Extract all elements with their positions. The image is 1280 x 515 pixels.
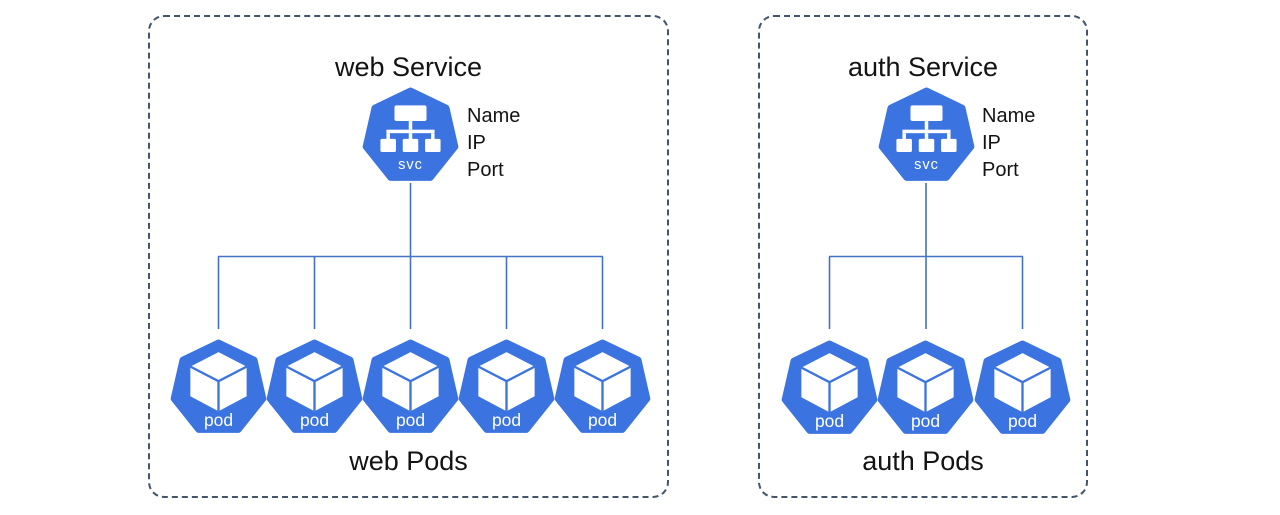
- service-attribute-name: Name: [982, 105, 1036, 127]
- web-service-title: web Service: [334, 52, 483, 82]
- auth-connector-lines: [828, 183, 1024, 329]
- kubernetes-service-icon: svc: [362, 87, 459, 181]
- pod-icon: pod: [781, 340, 878, 434]
- pod-icon-label: pod: [204, 410, 233, 430]
- service-tree-glyph: [380, 105, 441, 152]
- service-attribute-name: Name: [467, 105, 521, 127]
- service-attribute-list: Name IP Port: [467, 103, 520, 184]
- pod-icon-label: pod: [1008, 411, 1037, 431]
- pod-icon: pod: [877, 340, 974, 434]
- service-attribute-port: Port: [467, 159, 504, 181]
- pod-icon-label: pod: [815, 411, 844, 431]
- service-tree-glyph: [896, 105, 957, 152]
- pod-icon: pod: [554, 339, 651, 433]
- service-attribute-list: Name IP Port: [982, 103, 1035, 184]
- pod-icon: pod: [974, 340, 1071, 434]
- pod-icon-label: pod: [396, 410, 425, 430]
- auth-pods-caption: auth Pods: [862, 446, 984, 476]
- kubernetes-service-icon: svc: [878, 87, 975, 181]
- web-connector-lines: [217, 183, 604, 329]
- auth-service-title: auth Service: [847, 52, 999, 82]
- pod-icon-label: pod: [492, 410, 521, 430]
- pod-icon-label: pod: [911, 411, 940, 431]
- pod-icon-label: pod: [588, 410, 617, 430]
- pod-icon: pod: [362, 339, 459, 433]
- pod-icon: pod: [170, 339, 267, 433]
- pod-icon-label: pod: [300, 410, 329, 430]
- web-service-panel: web Service svc: [148, 15, 669, 498]
- pod-icon: pod: [458, 339, 555, 433]
- service-attribute-ip: IP: [467, 132, 486, 154]
- web-pods-caption: web Pods: [349, 446, 468, 476]
- pod-icon: pod: [266, 339, 363, 433]
- service-attribute-ip: IP: [982, 132, 1001, 154]
- svc-icon-label: svc: [398, 157, 423, 173]
- service-attribute-port: Port: [982, 159, 1019, 181]
- auth-service-panel: auth Service svc Name: [758, 15, 1088, 498]
- svc-icon-label: svc: [914, 157, 939, 173]
